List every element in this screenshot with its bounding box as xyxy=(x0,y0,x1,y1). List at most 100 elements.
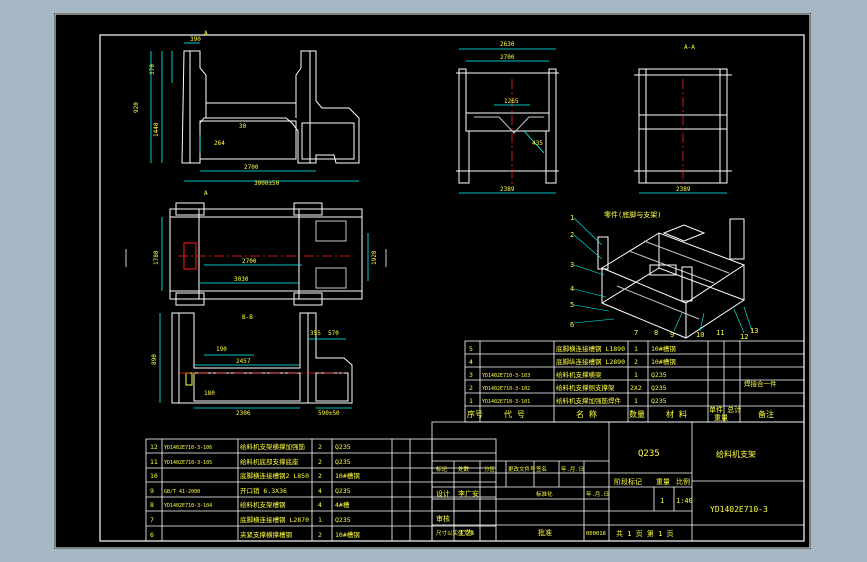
iso-num-5: 5 xyxy=(570,301,574,309)
lbom-mat-6: 10#槽钢 xyxy=(335,530,360,539)
drawing-svg: 390 370 920 1440 30 264 2700 3000±50 A A xyxy=(54,13,811,549)
ubom-no-1: 1 xyxy=(469,397,473,405)
ubom-qty-4: 2 xyxy=(634,358,638,366)
lbom-code-8: YD1402E710-3-104 xyxy=(164,503,212,509)
ubom-mat-3: Q235 xyxy=(651,371,667,379)
lbom-qty-7: 1 xyxy=(318,516,322,524)
tb-design-name: 李广安 xyxy=(458,489,479,498)
dim-3000: 3000±50 xyxy=(254,180,280,187)
tb-date-note: 年.月.日 xyxy=(586,490,609,498)
ubom-header-no: 序号 xyxy=(467,409,483,419)
lbom-qty-12: 2 xyxy=(318,443,322,451)
tb-qty: 1 xyxy=(660,497,664,505)
tb-rev-h-6: 年.月.日 xyxy=(561,465,584,473)
tb-rev-h-4: 更改文件号 xyxy=(508,465,536,473)
section-dims xyxy=(159,313,352,409)
lbom-mat-10: 10#槽钢 xyxy=(335,471,360,480)
ubom-header-code: 代 号 xyxy=(504,409,525,419)
upper-bom-table xyxy=(464,340,805,423)
dim-264: 264 xyxy=(214,140,225,147)
ubom-header-note: 备注 xyxy=(758,409,774,419)
lbom-code-9: GB/T 41-2000 xyxy=(164,489,200,495)
ubom-code-1: YD1402E710-3-101 xyxy=(482,399,530,405)
tb-scale-label: 比例 xyxy=(676,477,690,486)
lbom-code-12: YD1402E710-3-106 xyxy=(164,445,212,451)
lbom-mat-12: Q235 xyxy=(335,443,351,451)
ubom-code-3: YD1402E710-3-103 xyxy=(482,373,530,379)
lbom-mat-9: Q235 xyxy=(335,487,351,495)
ubom-no-4: 4 xyxy=(469,358,473,366)
plan-dims xyxy=(161,217,369,291)
lbom-name-10: 底脚横连接槽钢2 L850 xyxy=(240,471,309,480)
lbom-no-11: 11 xyxy=(150,458,158,466)
lbom-qty-8: 4 xyxy=(318,501,322,509)
dim-180: 180 xyxy=(204,390,215,397)
front-dims xyxy=(150,42,359,182)
side-view-title: A-A xyxy=(684,44,695,51)
dim-570: 570 xyxy=(328,330,339,337)
dim-890: 890 xyxy=(151,354,158,365)
dim-2700: 2700 xyxy=(244,164,259,171)
dim-590: 590±50 xyxy=(318,410,340,417)
tb-drawing-no: YD1402E710-3 xyxy=(710,505,768,514)
lbom-name-12: 给料机支架横撑加强筋 xyxy=(240,442,306,451)
iso-num-2: 2 xyxy=(570,231,574,239)
iso-num-12: 12 xyxy=(740,333,748,341)
ubom-name-5: 底脚横连接槽钢 L1890 xyxy=(556,344,625,353)
section-b-mark: B-B xyxy=(242,314,253,321)
outer-border xyxy=(54,13,811,549)
end-view xyxy=(456,68,559,184)
lbom-qty-11: 2 xyxy=(318,458,322,466)
lbom-name-9: 开口销 6.3X36 xyxy=(240,486,287,495)
ubom-note-3: 焊接合一件 xyxy=(744,379,777,388)
ubom-code-2: YD1402E710-3-102 xyxy=(482,386,530,392)
tb-scale-value: 1:40 xyxy=(676,497,693,505)
iso-num-13: 13 xyxy=(750,327,758,335)
dim-435: 435 xyxy=(532,140,543,147)
dim-1920: 1920 xyxy=(371,250,378,265)
ubom-qty-3: 1 xyxy=(634,371,638,379)
lbom-no-10: 10 xyxy=(150,472,158,480)
ubom-mat-1: Q235 xyxy=(651,397,667,405)
title-block xyxy=(431,421,805,542)
ubom-qty-2: 2X2 xyxy=(630,384,642,392)
lbom-no-12: 12 xyxy=(150,443,158,451)
lbom-name-6: 夹紧支撑横撑槽钢 xyxy=(240,530,293,539)
section-mark-a-top: A xyxy=(204,30,208,37)
lower-bom-table xyxy=(145,438,497,542)
dim-2700-end: 2700 xyxy=(500,54,515,61)
tb-rev-h-2: 处数 xyxy=(458,465,470,473)
iso-num-3: 3 xyxy=(570,261,574,269)
tb-stage-label: 阶段标记 xyxy=(614,477,642,486)
lbom-mat-8: 4#槽 xyxy=(335,500,350,509)
dim-3030: 3030 xyxy=(234,276,249,283)
iso-num-7: 7 xyxy=(634,329,638,337)
dim-1440: 1440 xyxy=(153,122,160,137)
dim-2306: 2306 xyxy=(236,410,251,417)
iso-num-1: 1 xyxy=(570,214,574,222)
iso-num-4: 4 xyxy=(570,285,574,293)
lbom-name-8: 给料机支架槽钢 xyxy=(240,500,286,509)
lbom-no-8: 8 xyxy=(150,501,154,509)
lbom-name-7: 底脚横连接槽钢 L2870 xyxy=(240,515,309,524)
dim-370: 370 xyxy=(149,64,156,75)
lbom-no-7: 7 xyxy=(150,516,154,524)
dim-1780: 1780 xyxy=(153,250,160,265)
dim-920: 920 xyxy=(133,102,140,113)
section-mark-a-bottom: A xyxy=(204,190,208,197)
dim-2630: 2630 xyxy=(500,41,515,48)
ubom-qty-1: 1 xyxy=(634,397,638,405)
ubom-no-5: 5 xyxy=(469,345,473,353)
tb-weight-label: 重量 xyxy=(656,478,670,486)
isometric-view xyxy=(597,218,746,339)
ubom-header-name: 名 称 xyxy=(576,409,597,419)
iso-num-10: 10 xyxy=(696,331,704,339)
iso-num-8: 8 xyxy=(654,329,658,337)
tb-material: Q235 xyxy=(638,449,660,459)
ubom-header-weight-bot: 重量 xyxy=(714,414,728,422)
lbom-qty-6: 2 xyxy=(318,531,322,539)
iso-title: 零件(底脚与支架) xyxy=(604,210,661,219)
tb-review-label: 审核 xyxy=(436,514,450,523)
dim-390: 390 xyxy=(190,36,201,43)
